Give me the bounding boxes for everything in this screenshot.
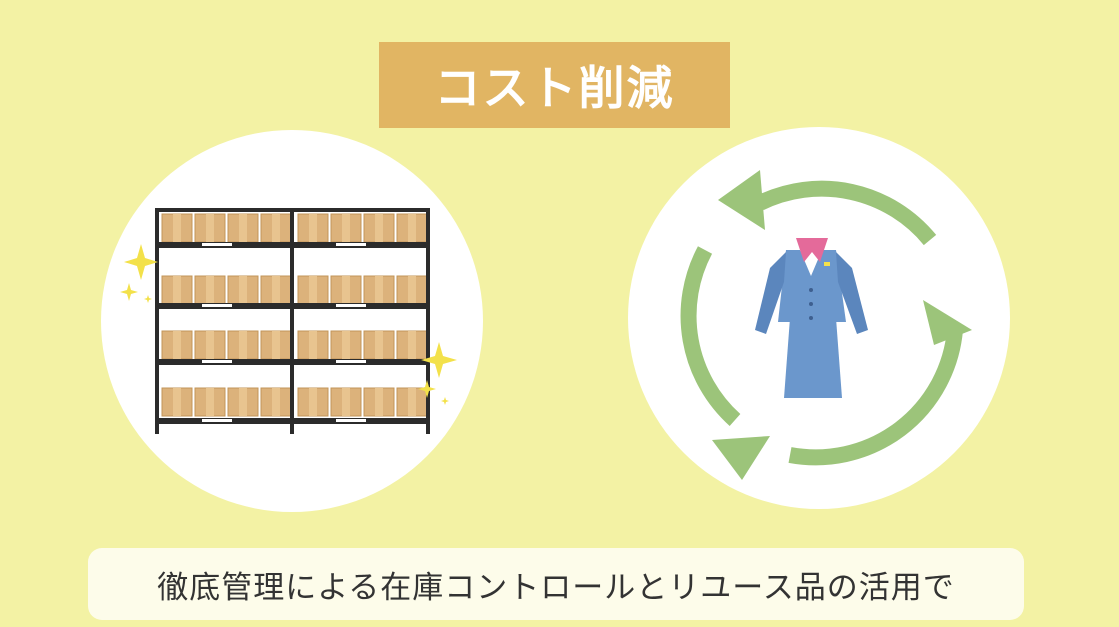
caption-text: 徹底管理による在庫コントロールとリユース品の活用で bbox=[157, 569, 955, 606]
caption-bar: 徹底管理による在庫コントロールとリユース品の活用で bbox=[88, 548, 1024, 620]
title-banner: コスト削減 bbox=[379, 42, 730, 128]
page-title: コスト削減 bbox=[434, 61, 675, 115]
